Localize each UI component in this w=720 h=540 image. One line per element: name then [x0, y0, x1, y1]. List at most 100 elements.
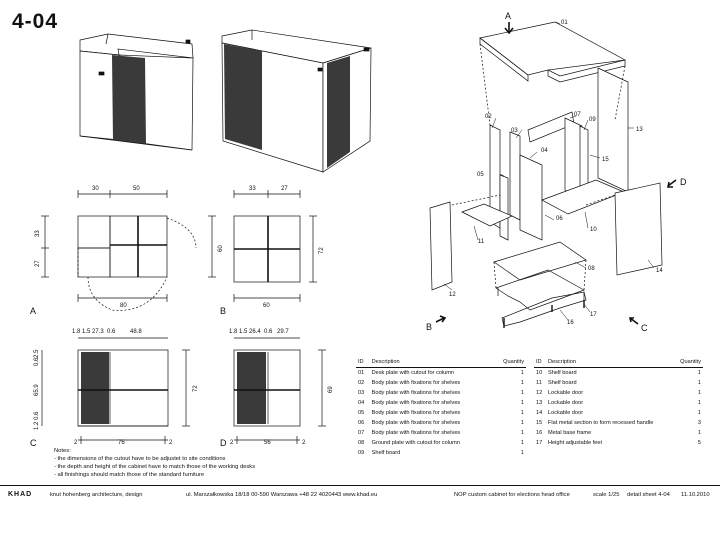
- col-id: ID: [358, 359, 364, 365]
- callout-11: 11: [478, 239, 485, 245]
- dim-d-bot-0: 2: [230, 440, 234, 446]
- dim-c-left-1: 0.6: [34, 357, 40, 366]
- col-description: Description: [371, 359, 400, 365]
- direction-b-label: B: [426, 322, 432, 332]
- view-label-b: B: [220, 306, 226, 316]
- dim-c-bot-1: 76: [118, 440, 125, 446]
- dim-c-left-0: 2.5: [34, 349, 40, 358]
- elevation-d: [233, 337, 326, 444]
- part-08-ground-plate: [493, 241, 587, 281]
- project-name: NOP custom cabinet for elections head of…: [454, 492, 570, 498]
- part-16-base-frame: [495, 269, 585, 311]
- dim-a-side: 60: [218, 245, 224, 252]
- dim-c-left-2: 65.9: [34, 384, 40, 396]
- dim-a-h2: 27: [35, 260, 41, 267]
- dim-d-bot-1: 56: [264, 440, 271, 446]
- callout-01: 01: [561, 20, 568, 26]
- dim-b-w2: 27: [281, 186, 288, 192]
- callout-05: 05: [477, 172, 484, 178]
- firm-address: ul. Marszałkowska 18/18 00-590 Warszawa …: [186, 492, 378, 498]
- sheet-number: 4-04: [12, 10, 59, 33]
- direction-a-label: A: [505, 11, 511, 21]
- dim-d-h: 69: [328, 386, 334, 393]
- dim-b-w1: 33: [249, 186, 256, 192]
- col-quantity: Quantity: [503, 359, 524, 365]
- notes-title: Notes:: [54, 448, 71, 454]
- dim-c-top-0: 1.8: [72, 329, 81, 335]
- title-block-footer: KHAD knut hohenberg architecture, design…: [0, 485, 720, 506]
- callout-09: 09: [589, 117, 596, 123]
- part-01-desk-plate: [479, 21, 626, 77]
- col-id: ID: [536, 359, 542, 365]
- callout-16: 16: [567, 320, 574, 326]
- note-line: - the dimensions of the cutout have to b…: [54, 456, 226, 462]
- direction-d-label: D: [680, 177, 687, 187]
- dim-c-top-4: 48.8: [130, 329, 142, 335]
- dim-c-top-3: 0.6: [107, 329, 116, 335]
- dim-c-left-4: 1.2: [34, 421, 40, 430]
- note-line: - the depth and height of the cabinet ha…: [54, 464, 256, 470]
- perspective-front-left: [79, 33, 194, 151]
- plan-b: [233, 190, 317, 302]
- drawing-scale: scale 1/25: [593, 492, 620, 498]
- callout-15: 15: [602, 157, 609, 163]
- dim-b-total: 60: [263, 303, 270, 309]
- exploded-axonometric: [429, 21, 677, 328]
- dim-b-h: 72: [319, 247, 325, 254]
- callout-10: 10: [590, 227, 597, 233]
- detail-sheet: detail sheet 4-04: [627, 492, 670, 498]
- callout-12: 12: [449, 292, 456, 298]
- callout-06: 06: [556, 216, 563, 222]
- dim-d-top-1: 1.5: [239, 329, 248, 335]
- drawing-date: 11.10.2010: [681, 492, 710, 498]
- dim-d-top-3: 0.6: [264, 329, 273, 335]
- part-03-body-plate: [509, 131, 521, 221]
- direction-c-label: C: [641, 323, 648, 333]
- dim-c-left-3: 0.6: [34, 411, 40, 420]
- view-label-d: D: [220, 438, 227, 448]
- callout-17: 17: [590, 312, 597, 318]
- notes-block: Notes: - the dimensions of the cutout ha…: [54, 447, 255, 479]
- firm-name: knut hohenberg architecture, design: [50, 492, 143, 498]
- callout-08: 08: [588, 266, 595, 272]
- dim-c-top-2: 27.3: [92, 329, 104, 335]
- dim-d-top-0: 1.8: [229, 329, 238, 335]
- callout-04: 04: [541, 148, 548, 154]
- dim-c-h: 72: [193, 385, 199, 392]
- col-quantity: Quantity: [680, 359, 701, 365]
- dim-d-top-4: 29.7: [277, 329, 289, 335]
- callout-14: 14: [656, 268, 663, 274]
- callout-07: 07: [574, 112, 581, 118]
- dim-c-bot-2: 2: [169, 440, 173, 446]
- dim-c-top-1: 1.5: [82, 329, 91, 335]
- dim-a-total: 80: [120, 303, 127, 309]
- dim-a-h1: 33: [35, 230, 41, 237]
- view-label-c: C: [30, 438, 37, 448]
- part-11-shelf: [461, 203, 513, 227]
- perspective-front-right: [221, 29, 372, 173]
- dim-c-bot-0: 2: [74, 440, 78, 446]
- dim-a-w1: 30: [92, 186, 99, 192]
- col-description: Description: [547, 359, 576, 365]
- part-13-door: [597, 67, 629, 193]
- part-10-shelf: [541, 179, 625, 215]
- plan-a: [41, 190, 216, 311]
